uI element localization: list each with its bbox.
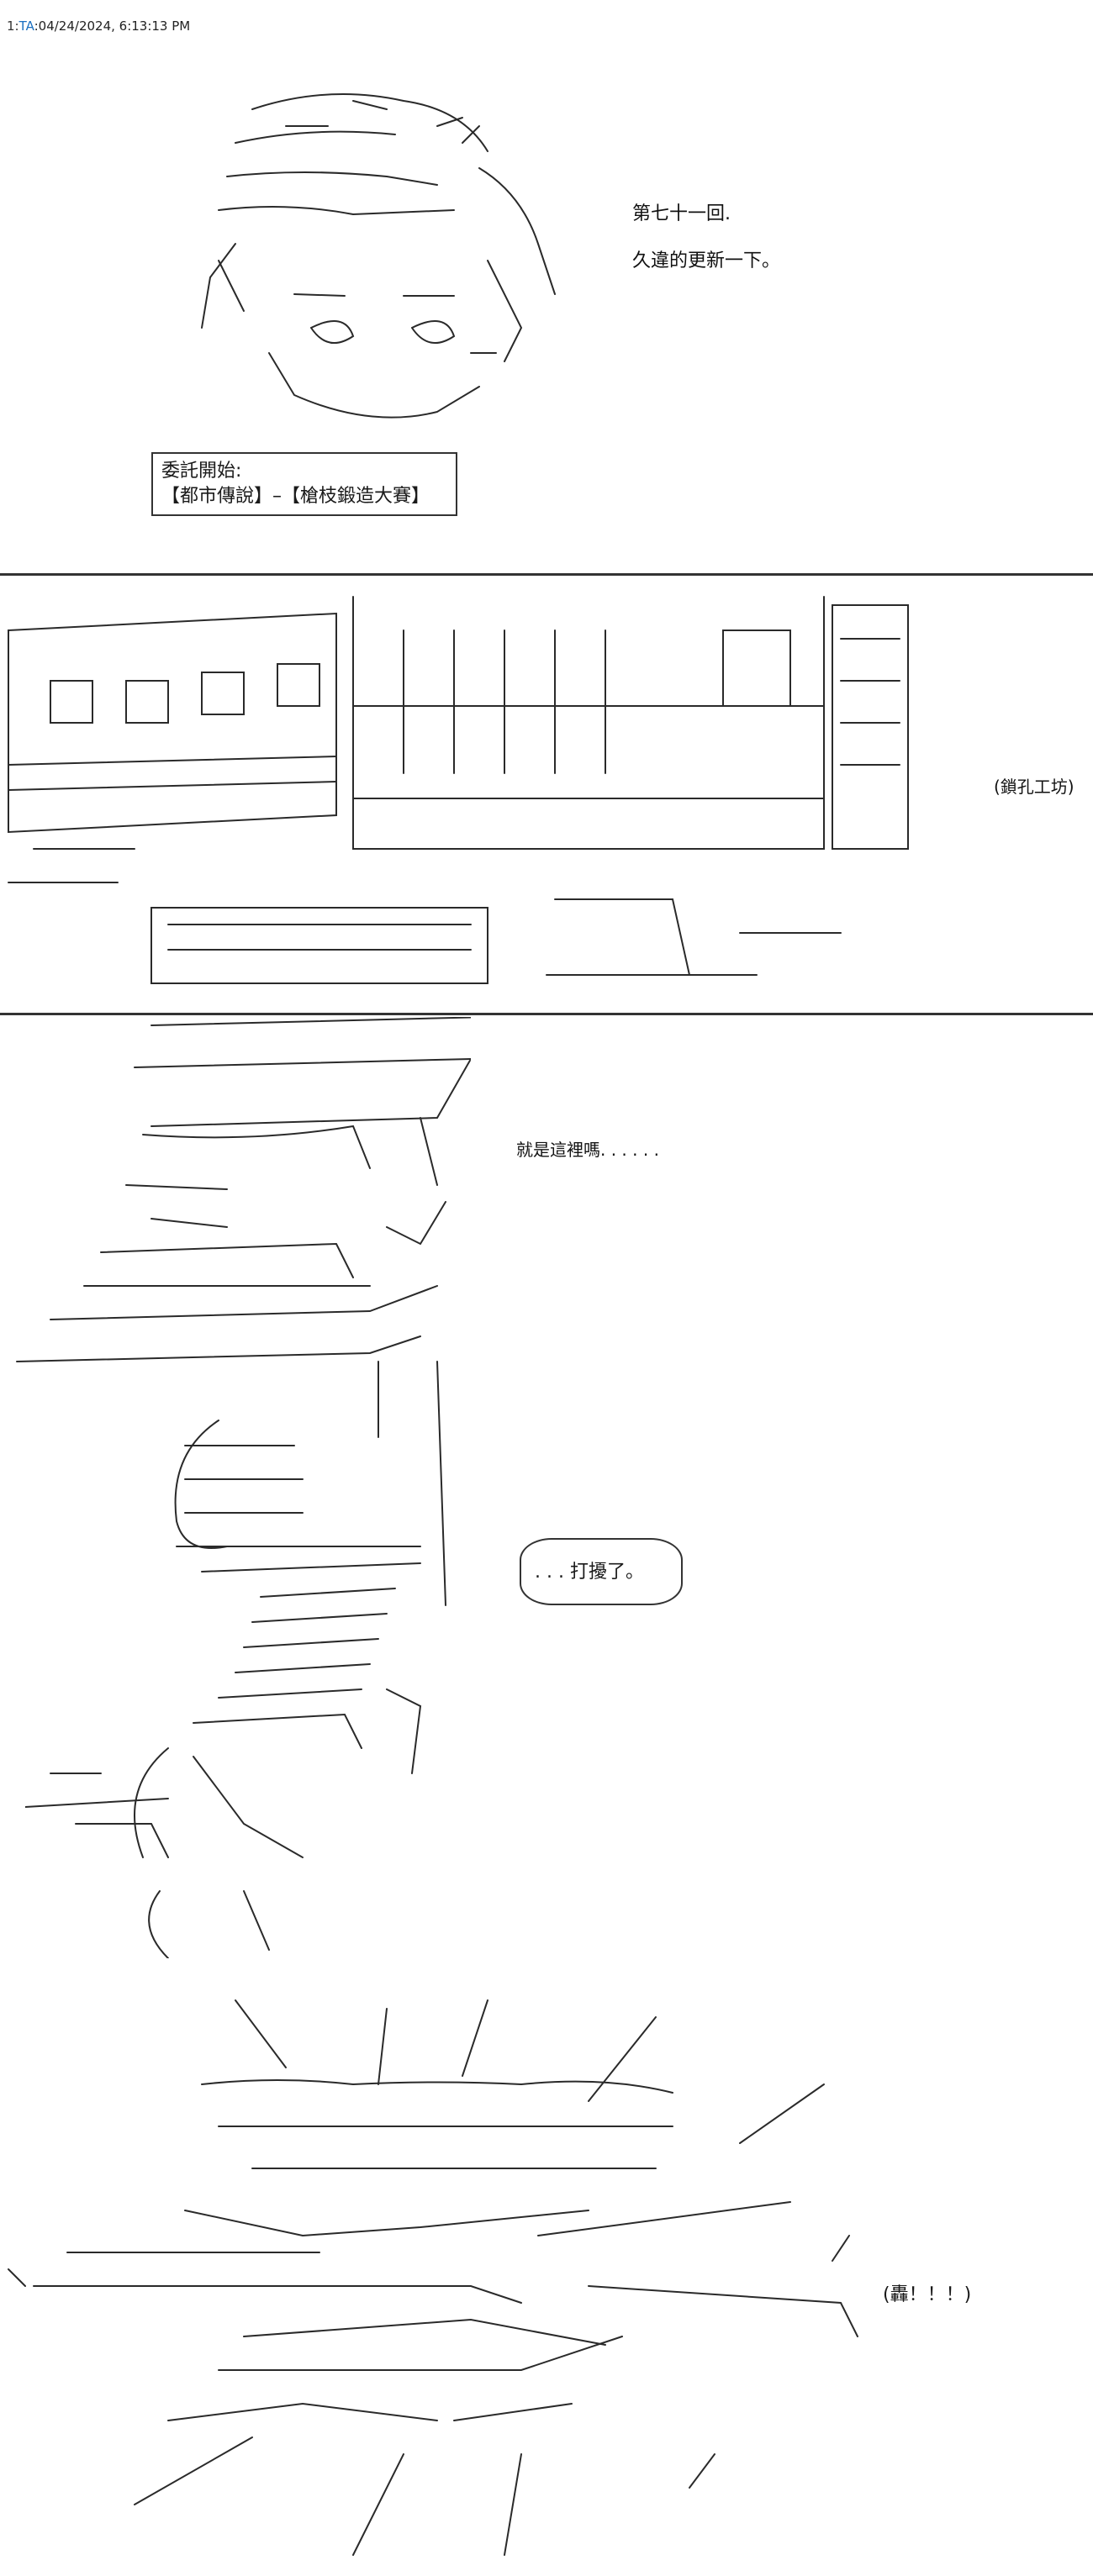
speech-bubble [520,1538,683,1605]
dialogue-is-this-the-place: 就是這裡嗎. . . . . . [516,1140,659,1160]
post-timestamp: :04/24/2024, 6:13:13 PM [34,18,191,34]
chapter-title: 第七十一回. [632,203,731,224]
commission-title: 【都市傳說】–【槍枝鍛造大賽】 [161,486,430,507]
commission-box: 委託開始: 【都市傳說】–【槍枝鍛造大賽】 [151,452,457,516]
poster-id-link[interactable]: TA [18,18,34,34]
character-head-art [201,93,556,419]
character-at-door-art [25,1361,446,1958]
character-sitting-art [16,1017,471,1362]
shop-building-art [8,596,909,984]
dialogue-excuse-me: . . . 打擾了。 [535,1562,644,1583]
scene-top-divider [0,573,1093,576]
explosion-art [8,1999,858,2556]
post-number: 1: [7,18,19,34]
scene-bottom-divider [0,1013,1093,1015]
post-header: 1:TA:04/24/2024, 6:13:13 PM [7,18,190,34]
sound-effect-boom: (轟！！！) [883,2284,972,2305]
shop-name-label: (鎖孔工坊) [994,777,1075,797]
commission-start-label: 委託開始: [161,461,242,482]
chapter-subtitle: 久違的更新一下。 [632,250,781,271]
